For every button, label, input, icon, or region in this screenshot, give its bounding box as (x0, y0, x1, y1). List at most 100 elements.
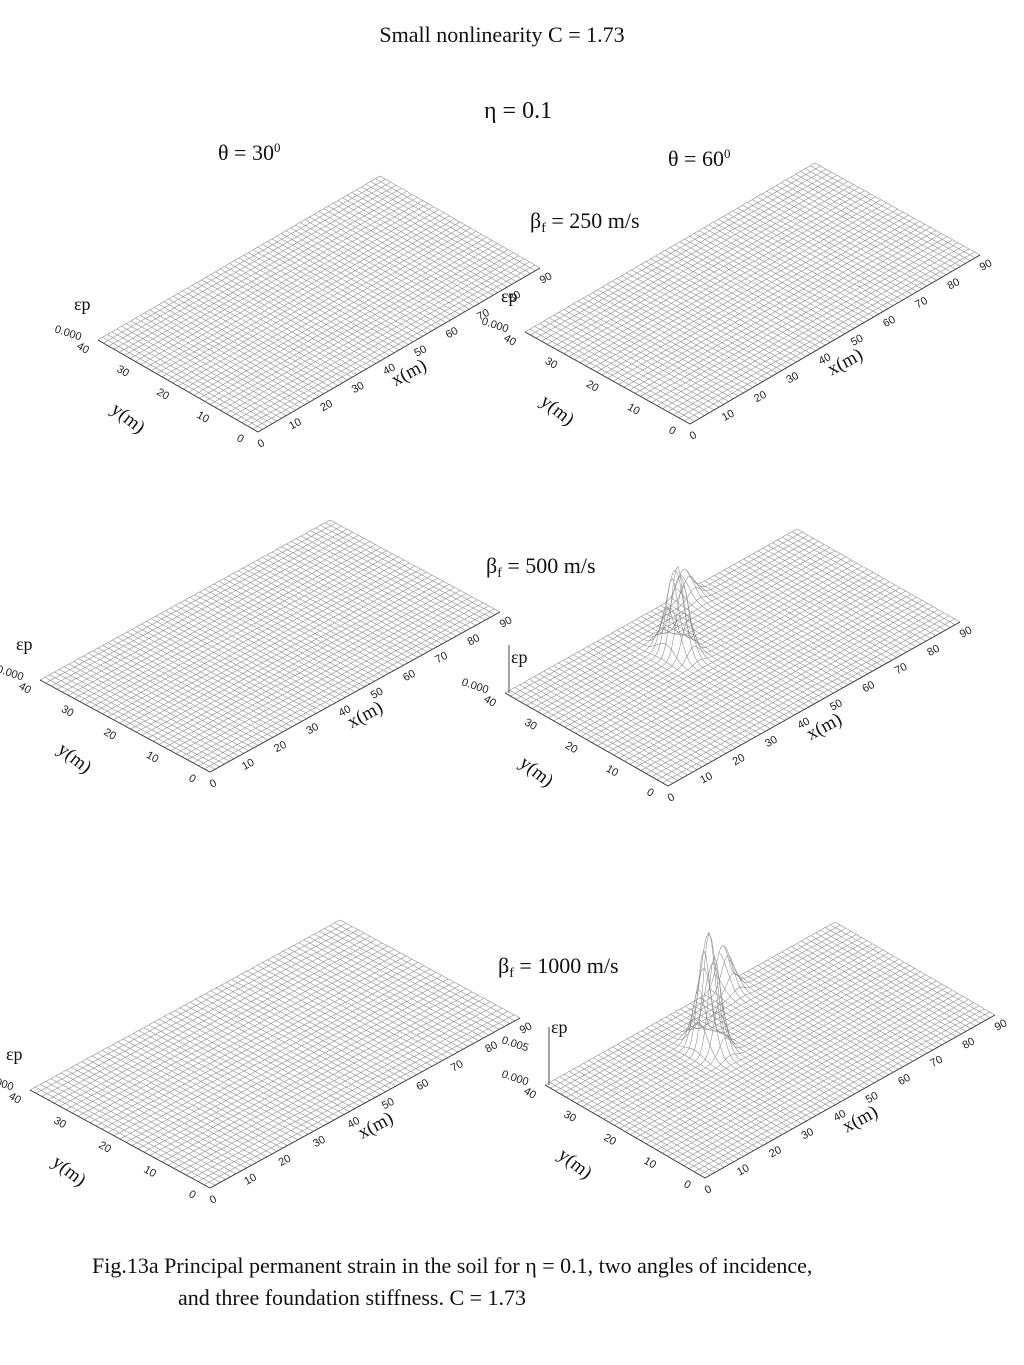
mesh-line (300, 535, 472, 629)
mesh-line (49, 674, 220, 767)
y-tick-label: 20 (97, 1139, 114, 1156)
x-tick-label: 40 (832, 1108, 848, 1124)
mesh-line (549, 1082, 710, 1176)
mesh-line (519, 684, 683, 779)
mesh-line (815, 932, 976, 1027)
mesh-line (141, 623, 312, 717)
mesh-line (568, 657, 732, 751)
mesh-line (776, 954, 938, 1048)
mesh-line (242, 567, 414, 661)
mesh-line (131, 629, 302, 722)
y-tick-label: 40 (502, 332, 519, 349)
x-tick-label: 70 (893, 661, 909, 677)
mesh-line (737, 207, 903, 301)
x-tick-label: 60 (444, 325, 460, 341)
axis-edge (97, 267, 541, 433)
mesh-line (221, 984, 402, 1084)
x-tick-label: 30 (784, 370, 800, 386)
x-tick-label: 80 (961, 1035, 977, 1051)
mesh-line (68, 663, 240, 757)
mesh-line (233, 573, 404, 666)
mesh-line (140, 315, 301, 408)
mesh-line (224, 265, 386, 359)
x-tick-label: 30 (763, 734, 779, 750)
mesh-line (83, 655, 254, 749)
mesh-line (314, 933, 495, 1033)
x-tick-label: 80 (946, 276, 962, 292)
mesh-line (329, 519, 501, 613)
axis-edge (39, 611, 501, 773)
mesh-line (267, 241, 428, 334)
mesh-line (241, 973, 422, 1073)
y-tick-label: 0 (682, 1178, 693, 1191)
mesh-line (215, 271, 376, 364)
mesh-line (44, 677, 215, 770)
mesh-line (650, 610, 815, 705)
mesh-line (675, 1011, 836, 1105)
surface-panel-r3-left: 0102030405060708090010203040x(m)y(m)0.00… (0, 919, 534, 1207)
mesh-line (698, 230, 865, 323)
mesh-line (66, 1069, 247, 1169)
mesh-line (149, 309, 310, 403)
x-tick-label: 0 (703, 1183, 714, 1196)
mesh-line (553, 314, 720, 408)
mesh-line (747, 202, 913, 295)
y-tick-label: 30 (115, 363, 132, 380)
mesh-line (180, 602, 351, 695)
x-tick-label: 90 (538, 270, 554, 286)
mesh-line (319, 931, 500, 1030)
mesh-line (45, 1081, 226, 1180)
mesh-line (229, 263, 390, 356)
mesh-line (524, 681, 688, 776)
y-tick-label: 10 (142, 1164, 159, 1181)
x-tick-label: 80 (506, 289, 522, 305)
mesh-line (130, 320, 292, 414)
mesh-line (128, 1035, 309, 1135)
mesh-line (800, 171, 966, 264)
mesh-line (728, 567, 893, 661)
mesh-line (728, 959, 889, 1076)
mesh-line (334, 922, 515, 1022)
z-axis-label: εp (6, 1044, 23, 1064)
mesh-line (645, 261, 811, 354)
mesh-line (248, 252, 409, 345)
mesh-line (593, 1057, 754, 1152)
mesh-line (592, 643, 756, 738)
x-axis-label: x(m) (824, 344, 866, 380)
figure-caption: Fig.13a Principal permanent strain in th… (92, 1250, 992, 1314)
mesh-line (529, 679, 693, 773)
mesh-line (276, 549, 447, 642)
x-tick-label: 60 (860, 679, 876, 695)
mesh-line (318, 211, 480, 304)
mesh-line (607, 283, 773, 377)
mesh-line (201, 279, 362, 373)
mesh-line (689, 235, 855, 329)
mesh-line (767, 959, 928, 1054)
mesh-line (704, 580, 868, 675)
x-tick-label: 50 (412, 343, 428, 359)
mesh-line (612, 1046, 773, 1141)
y-tick-label: 10 (144, 749, 161, 766)
mesh-line (820, 929, 981, 1024)
mesh-line (573, 1068, 735, 1162)
mesh-line (756, 196, 923, 290)
mesh-line (572, 654, 737, 748)
mesh-line (121, 326, 282, 419)
mesh-line (35, 1086, 216, 1186)
x-tick-label: 50 (864, 1090, 880, 1106)
x-tick-label: 20 (272, 739, 288, 755)
mesh-line (117, 637, 288, 730)
x-tick-label: 50 (828, 697, 844, 713)
mesh-line (342, 197, 503, 291)
mesh-line (370, 181, 531, 274)
x-tick-label: 60 (414, 1077, 430, 1093)
x-tick-label: 40 (796, 715, 812, 731)
mesh-line (325, 522, 496, 615)
mesh-line (81, 1061, 262, 1160)
x-tick-label: 70 (475, 307, 491, 323)
surface-mesh (39, 519, 501, 773)
mesh-line (310, 530, 481, 623)
